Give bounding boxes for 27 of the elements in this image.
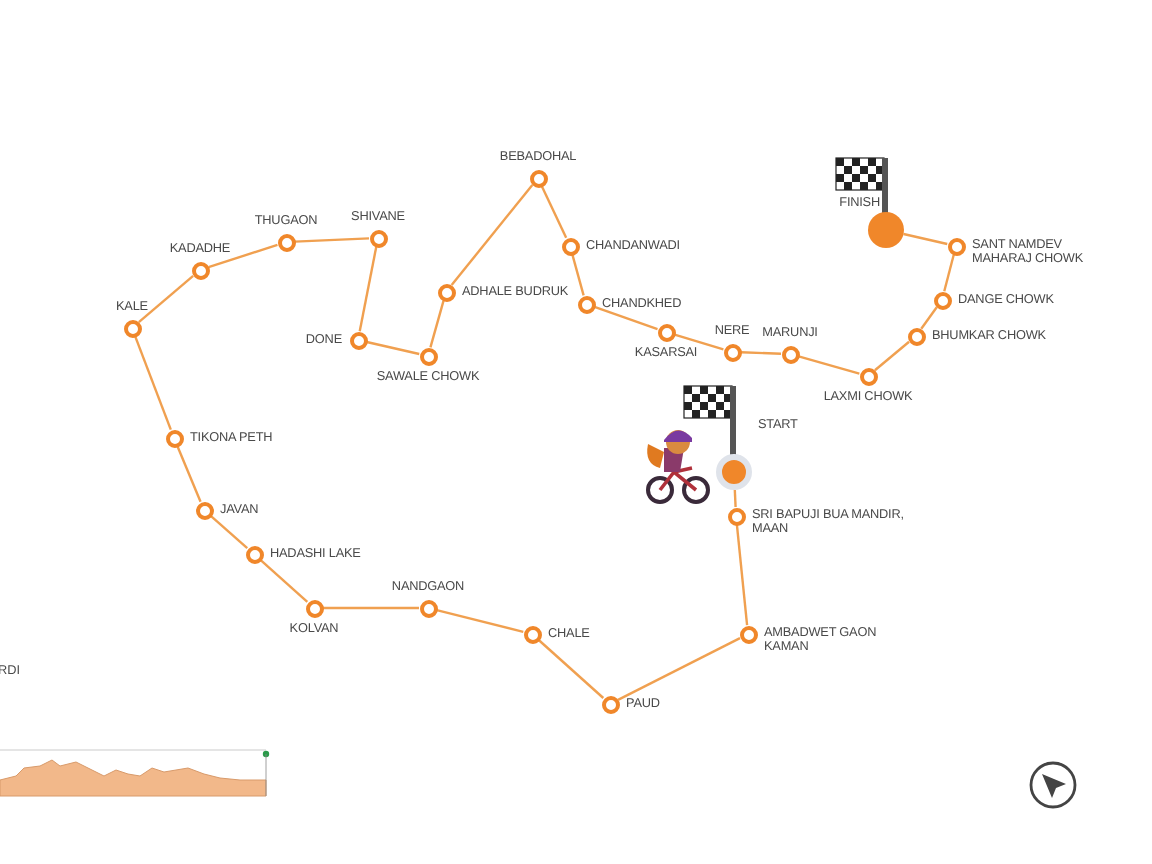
- route-line: [594, 305, 658, 331]
- route-line: [920, 306, 938, 330]
- route-line: [874, 340, 910, 372]
- route-line: [540, 185, 568, 239]
- route-line: [903, 232, 948, 246]
- route-line: [209, 515, 249, 549]
- route-line: [294, 237, 370, 243]
- route-line: [358, 246, 378, 332]
- route-line: [208, 243, 278, 269]
- route-line: [674, 333, 724, 351]
- route-line: [537, 639, 605, 699]
- route-line: [943, 254, 955, 292]
- route-line: [798, 355, 860, 375]
- route-line: [176, 445, 202, 503]
- route-line: [323, 606, 419, 610]
- route-line: [259, 559, 309, 603]
- route-line: [134, 336, 172, 430]
- route-line: [138, 274, 194, 324]
- route-line: [366, 340, 420, 356]
- route-line: [450, 184, 534, 286]
- route-line: [571, 254, 585, 296]
- route-line: [740, 351, 782, 355]
- route-line: [733, 489, 737, 508]
- route-line: [436, 609, 524, 633]
- route-line: [735, 524, 749, 626]
- route-line: [617, 637, 741, 701]
- route-line: [429, 300, 445, 348]
